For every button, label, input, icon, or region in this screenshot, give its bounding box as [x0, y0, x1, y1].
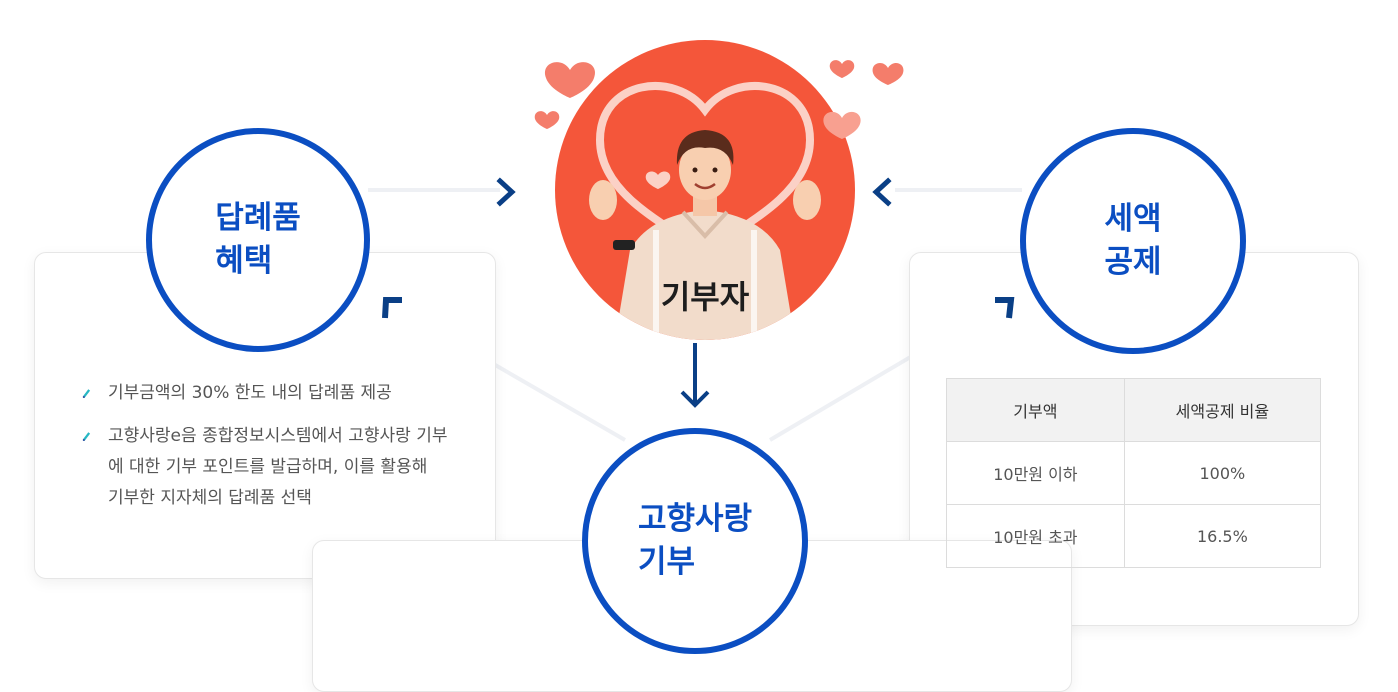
check-bullet-icon	[82, 389, 91, 398]
donor-label: 기부자	[660, 278, 750, 316]
heart-icon	[534, 111, 560, 129]
arrow-up-left-icon	[382, 297, 402, 319]
arrow-right-icon	[496, 177, 516, 207]
table-cell: 100%	[1123, 441, 1322, 505]
gift-benefit-node: 답례품 혜택	[146, 128, 370, 352]
list-item: 고향사랑e음 종합정보시스템에서 고향사랑 기부에 대한 기부 포인트를 발급하…	[82, 421, 448, 514]
hometown-donation-title: 고향사랑 기부	[637, 500, 753, 580]
hometown-donation-node: 고향사랑 기부	[582, 428, 808, 654]
arrow-down-icon	[680, 390, 710, 408]
table-row: 10만원 이하 100%	[946, 441, 1322, 505]
table-cell: 10만원 초과	[946, 504, 1125, 568]
heart-icon	[829, 60, 855, 78]
table-cell: 16.5%	[1123, 504, 1322, 568]
tax-deduction-table: 기부액 세액공제 비율 10만원 이하 100% 10만원 초과 16.5%	[946, 378, 1322, 568]
heart-icon	[872, 62, 904, 85]
column-header: 기부액	[946, 378, 1125, 442]
heart-icon	[823, 111, 861, 139]
table-row: 10만원 초과 16.5%	[946, 504, 1322, 568]
check-bullet-icon	[82, 432, 91, 441]
arrow-left-icon	[872, 177, 892, 207]
arrow-up-right-icon	[995, 297, 1015, 319]
heart-icon	[544, 62, 596, 98]
list-item-text: 고향사랑e음 종합정보시스템에서 고향사랑 기부에 대한 기부 포인트를 발급하…	[108, 426, 448, 508]
donor-illustration	[555, 40, 855, 340]
table-header-row: 기부액 세액공제 비율	[946, 378, 1322, 442]
flow-arrows	[382, 177, 1015, 408]
gift-benefit-list: 기부금액의 30% 한도 내의 답례품 제공 고향사랑e음 종합정보시스템에서 …	[82, 378, 448, 526]
table-cell: 10만원 이하	[946, 441, 1125, 505]
tax-deduction-title: 세액 공제	[1104, 200, 1162, 280]
column-header: 세액공제 비율	[1123, 378, 1322, 442]
list-item-text: 기부금액의 30% 한도 내의 답례품 제공	[108, 383, 392, 403]
tax-deduction-node: 세액 공제	[1020, 128, 1246, 354]
decorative-hearts	[534, 60, 904, 139]
list-item: 기부금액의 30% 한도 내의 답례품 제공	[82, 378, 448, 409]
donor-node: 기부자	[555, 40, 855, 340]
gift-benefit-title: 답례품 혜택	[215, 199, 301, 279]
